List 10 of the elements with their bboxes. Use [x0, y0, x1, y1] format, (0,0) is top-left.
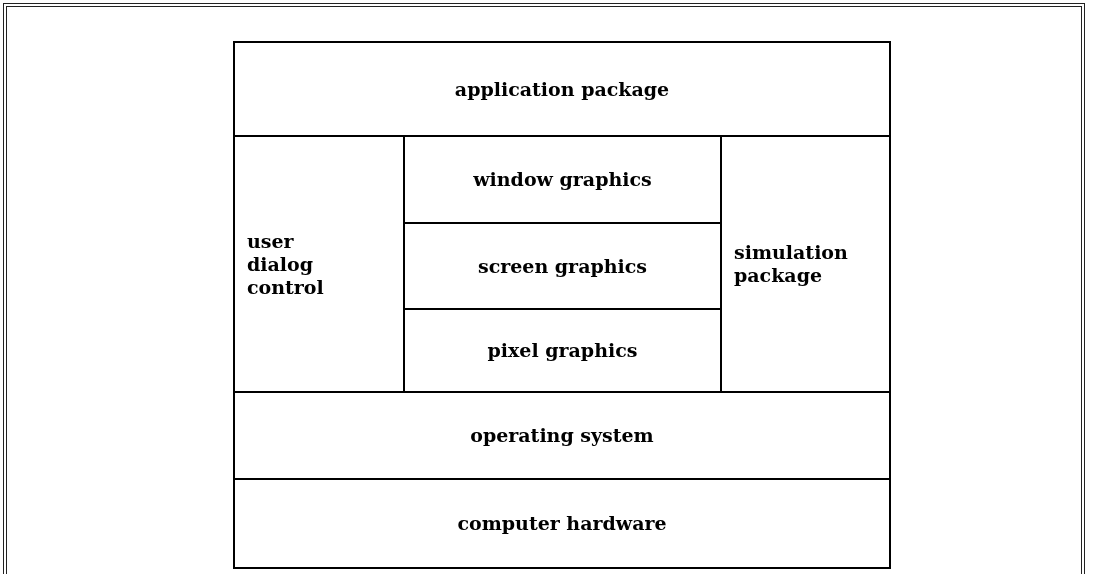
layer-label: user dialog control — [247, 229, 325, 299]
layer-box — [233, 478, 891, 569]
layer-label: application package — [454, 77, 670, 101]
layer-box — [233, 41, 891, 137]
layer-label: pixel graphics — [487, 339, 638, 362]
layer-box — [233, 391, 891, 480]
layer-label: window graphics — [473, 168, 652, 191]
layer-label: computer hardware — [457, 512, 667, 535]
layer-label: operating system — [470, 424, 654, 447]
layer-label: screen graphics — [477, 254, 648, 278]
